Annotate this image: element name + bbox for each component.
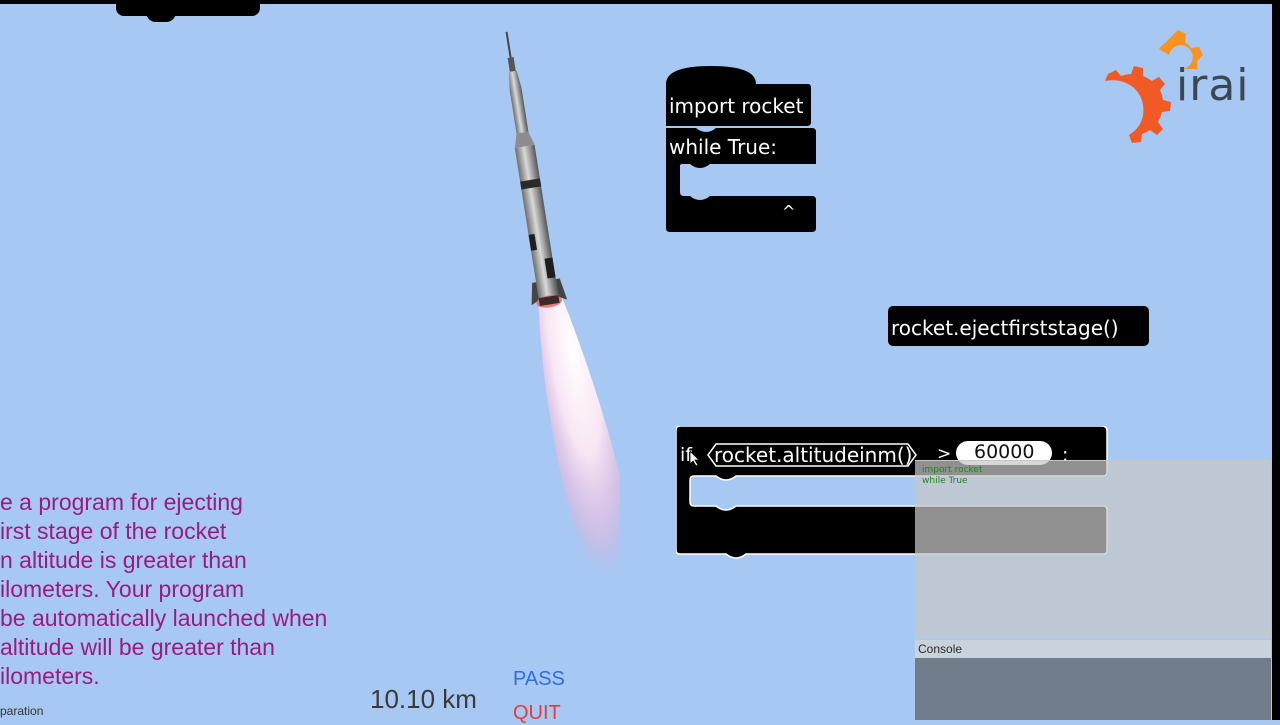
threshold-value: 60000	[974, 441, 1035, 463]
instructions-panel: e a program for ejecting irst stage of t…	[0, 488, 360, 688]
instruction-line: altitude will be greater than	[0, 634, 275, 660]
altitude-condition-label: rocket.altitudeinm()	[714, 443, 913, 467]
operator-label: >	[937, 444, 952, 464]
rocket-scene	[450, 20, 640, 620]
threshold-value-input[interactable]: 60000	[956, 441, 1052, 465]
irai-logo-text: irai	[1176, 60, 1250, 111]
console-output[interactable]	[915, 658, 1271, 720]
quit-button[interactable]: QUIT	[513, 702, 561, 724]
code-preview-panel: import rocket while True	[915, 460, 1271, 639]
eject-first-stage-label: rocket.ejectfirststage()	[891, 316, 1119, 340]
instruction-line: be automatically launched when	[0, 605, 328, 631]
top-frame-bar	[0, 0, 1280, 4]
eject-first-stage-block[interactable]: rocket.ejectfirststage()	[888, 306, 1149, 346]
preview-code-line: import rocket	[922, 465, 983, 475]
caret-icon: ^	[782, 202, 796, 221]
preview-code-line: while True	[922, 476, 968, 486]
instruction-line: ilometers.	[0, 663, 100, 688]
saturn-v-rocket-icon	[505, 31, 640, 593]
console-title: Console	[915, 640, 1271, 658]
colon-label: :	[1062, 444, 1069, 466]
right-frame-bar	[1272, 0, 1280, 720]
pass-button[interactable]: PASS	[513, 668, 565, 690]
import-rocket-label: import rocket	[669, 94, 804, 118]
while-true-label: while True:	[669, 135, 778, 159]
mouse-cursor-icon	[690, 451, 700, 467]
instruction-line: n altitude is greater than	[0, 547, 247, 573]
separation-label: paration	[0, 704, 44, 718]
irai-gear-logo-icon	[1105, 30, 1203, 143]
instruction-line: e a program for ejecting	[0, 489, 243, 515]
instruction-line: irst stage of the rocket	[0, 518, 227, 544]
altitude-readout: 10.10 km	[370, 684, 477, 714]
partial-code-block-connector	[146, 12, 176, 22]
instruction-line: ilometers. Your program	[0, 576, 245, 602]
partial-code-block[interactable]	[116, 0, 260, 16]
if-label: if	[680, 444, 692, 466]
import-while-block-shape[interactable]	[666, 64, 818, 234]
